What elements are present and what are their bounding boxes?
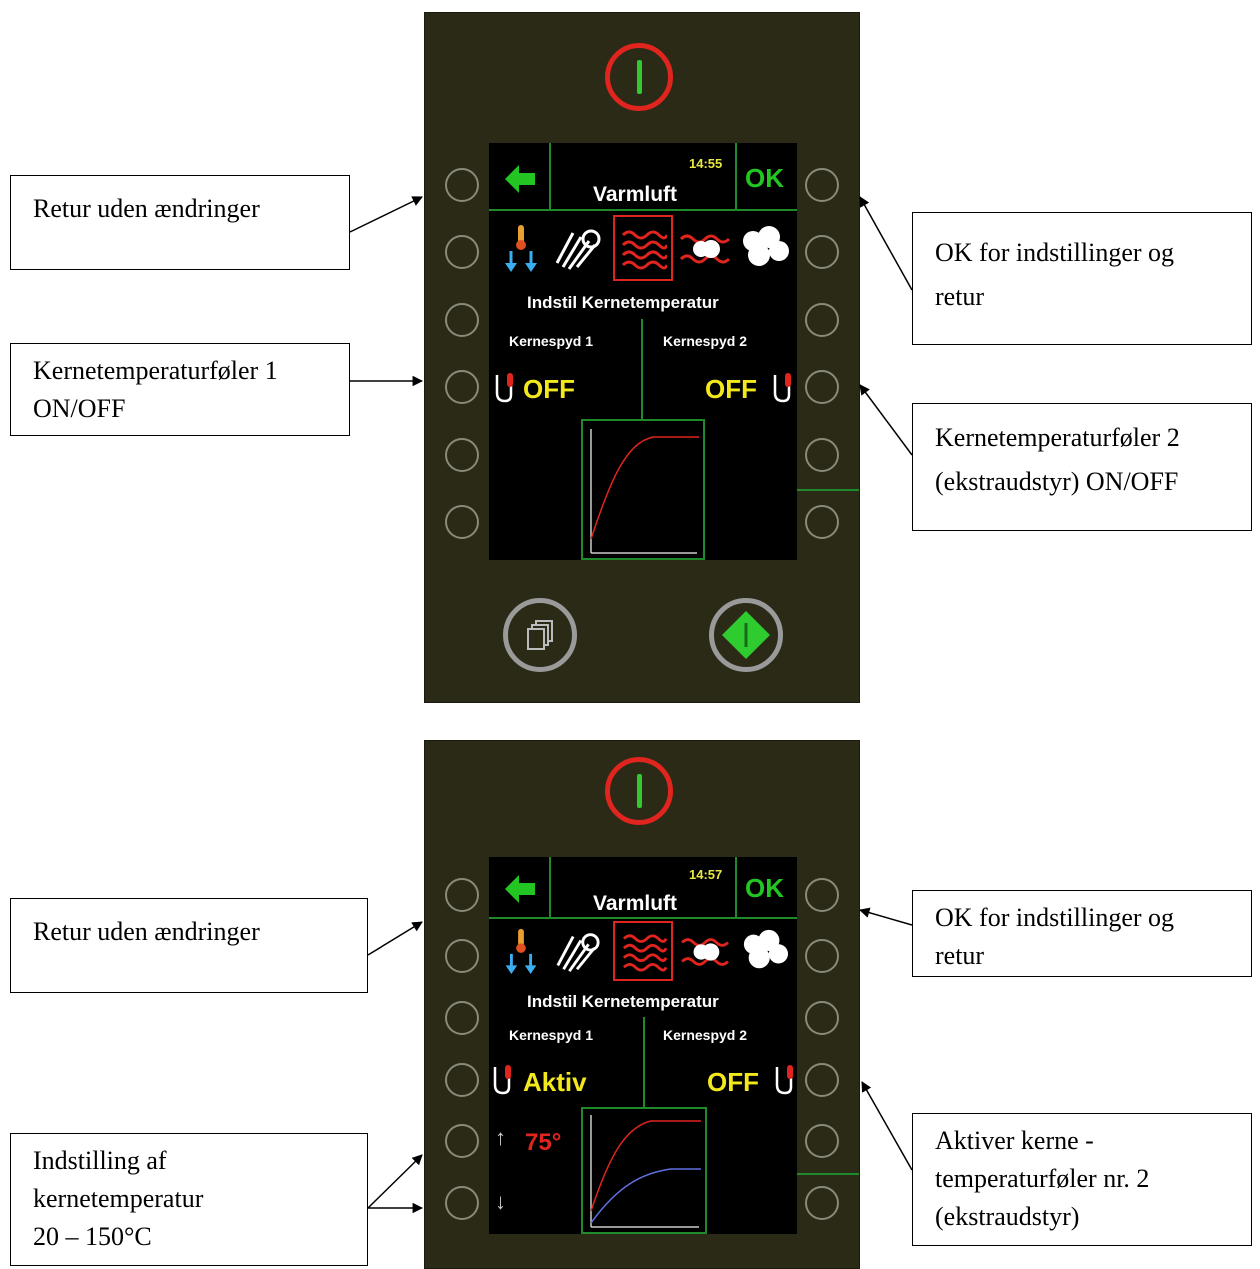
right-button-1[interactable] bbox=[805, 878, 839, 912]
programs-button[interactable] bbox=[503, 598, 577, 672]
annotation-ok-top: OK for indstillinger og retur bbox=[912, 212, 1252, 345]
grill-icon[interactable] bbox=[551, 927, 603, 975]
display-screen: 14:55 Varmluft OK bbox=[489, 143, 797, 560]
right-button-5[interactable] bbox=[805, 1124, 839, 1158]
core-probe-icon bbox=[495, 373, 513, 403]
start-button[interactable] bbox=[709, 598, 783, 672]
core-probe-icon bbox=[773, 373, 791, 403]
side-divider bbox=[797, 1173, 859, 1175]
combi-steam-icon[interactable] bbox=[679, 931, 731, 973]
probe1-state[interactable]: OFF bbox=[523, 374, 575, 404]
annotation-core-temp-setting: Indstilling af kernetemperatur 20 – 150°… bbox=[10, 1133, 368, 1266]
annotation-probe1-top: Kernetemperaturføler 1 ON/OFF bbox=[10, 343, 350, 436]
right-button-6[interactable] bbox=[805, 505, 839, 539]
annotation-ok-bottom: OK for indstillinger og retur bbox=[912, 890, 1252, 977]
oven-panel-top: 14:55 Varmluft OK bbox=[424, 12, 860, 703]
core-probe-icon bbox=[775, 1065, 793, 1095]
defrost-icon[interactable] bbox=[501, 223, 541, 273]
back-arrow-icon[interactable] bbox=[505, 165, 535, 193]
annotation-return-top: Retur uden ændringer bbox=[10, 175, 350, 270]
probe1-label: Kernespyd 1 bbox=[509, 333, 594, 349]
annotation-probe2-top: Kernetemperaturføler 2 (ekstraudstyr) ON… bbox=[912, 403, 1252, 531]
left-button-5-temp-up[interactable] bbox=[445, 1124, 479, 1158]
left-button-6-temp-down[interactable] bbox=[445, 1186, 479, 1220]
right-button-3[interactable] bbox=[805, 1001, 839, 1035]
temp-down-arrow-icon: ↓ bbox=[495, 1189, 506, 1214]
core-temp-curve-graph bbox=[581, 419, 705, 560]
left-button-4[interactable] bbox=[445, 370, 479, 404]
left-button-3[interactable] bbox=[445, 1001, 479, 1035]
ok-button[interactable]: OK bbox=[745, 873, 784, 903]
hot-air-mode-selected[interactable] bbox=[613, 215, 673, 281]
probe1-label: Kernespyd 1 bbox=[509, 1027, 594, 1043]
probe2-state[interactable]: OFF bbox=[707, 1067, 759, 1097]
annotation-return-bottom: Retur uden ændringer bbox=[10, 898, 368, 993]
right-button-2[interactable] bbox=[805, 939, 839, 973]
power-button[interactable] bbox=[605, 43, 673, 111]
probe2-state[interactable]: OFF bbox=[705, 374, 757, 404]
right-button-5[interactable] bbox=[805, 438, 839, 472]
ok-button[interactable]: OK bbox=[745, 163, 784, 193]
left-button-3[interactable] bbox=[445, 303, 479, 337]
temp-up-arrow-icon: ↑ bbox=[495, 1125, 506, 1150]
side-divider bbox=[797, 489, 859, 491]
right-button-2[interactable] bbox=[805, 235, 839, 269]
steam-icon[interactable] bbox=[739, 223, 791, 273]
left-button-1[interactable] bbox=[445, 168, 479, 202]
header-divider bbox=[489, 917, 797, 919]
screen-subtitle: Indstil Kernetemperatur bbox=[527, 992, 719, 1011]
mode-title: Varmluft bbox=[593, 892, 678, 915]
steam-icon[interactable] bbox=[739, 927, 791, 975]
left-button-2[interactable] bbox=[445, 939, 479, 973]
annotation-activate-probe2: Aktiver kerne - temperaturføler nr. 2 (e… bbox=[912, 1113, 1252, 1246]
right-button-4[interactable] bbox=[805, 370, 839, 404]
combi-steam-icon[interactable] bbox=[679, 227, 731, 271]
screen-subtitle: Indstil Kernetemperatur bbox=[527, 293, 719, 312]
right-button-6[interactable] bbox=[805, 1186, 839, 1220]
grill-icon[interactable] bbox=[551, 223, 603, 273]
core-temp-curve-graph bbox=[581, 1107, 707, 1234]
clock: 14:57 bbox=[689, 867, 723, 882]
clock: 14:55 bbox=[689, 156, 723, 171]
oven-panel-bottom: 14:57 Varmluft OK bbox=[424, 740, 860, 1269]
hot-air-icon bbox=[622, 934, 667, 972]
back-arrow-icon[interactable] bbox=[505, 875, 535, 903]
display-screen: 14:57 Varmluft OK bbox=[489, 857, 797, 1234]
probe2-label: Kernespyd 2 bbox=[663, 333, 748, 349]
header-divider bbox=[489, 209, 797, 211]
core-temp-value: 75° bbox=[525, 1129, 562, 1156]
defrost-icon[interactable] bbox=[501, 927, 541, 975]
left-button-1[interactable] bbox=[445, 878, 479, 912]
probe2-label: Kernespyd 2 bbox=[663, 1027, 748, 1043]
left-button-2[interactable] bbox=[445, 235, 479, 269]
start-icon bbox=[722, 611, 770, 659]
left-button-4[interactable] bbox=[445, 1063, 479, 1097]
hot-air-mode-selected[interactable] bbox=[613, 921, 673, 981]
hot-air-icon bbox=[621, 230, 667, 270]
mode-title: Varmluft bbox=[593, 183, 678, 206]
right-button-4[interactable] bbox=[805, 1063, 839, 1097]
core-probe-icon bbox=[493, 1065, 511, 1095]
power-button[interactable] bbox=[605, 757, 673, 825]
right-button-1[interactable] bbox=[805, 168, 839, 202]
programs-icon bbox=[527, 620, 553, 650]
right-button-3[interactable] bbox=[805, 303, 839, 337]
left-button-5[interactable] bbox=[445, 438, 479, 472]
left-button-6[interactable] bbox=[445, 505, 479, 539]
probe1-state[interactable]: Aktiv bbox=[523, 1067, 587, 1097]
